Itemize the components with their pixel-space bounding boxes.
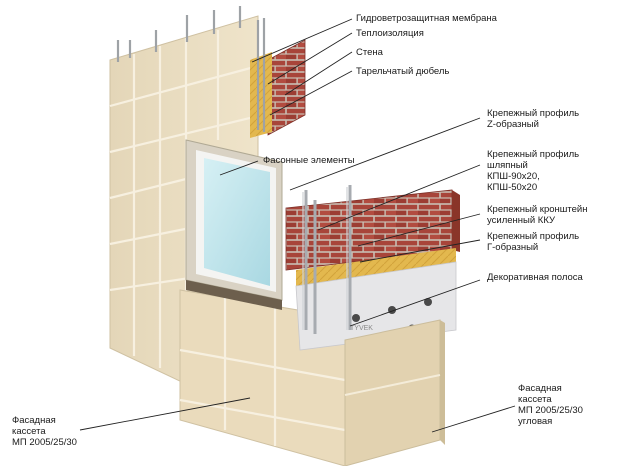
label-decor-strip: Декоративная полоса — [487, 272, 583, 283]
label-insulation: Теплоизоляция — [356, 28, 424, 39]
brick-wall-upper — [267, 39, 306, 136]
rails-right — [304, 185, 352, 334]
leader-lines — [79, 18, 516, 433]
label-bracket: Крепежный кронштейн усиленный ККУ — [487, 204, 588, 226]
insulation-upper — [250, 52, 272, 138]
label-cassette-flat: Фасадная кассета МП 2005/25/30 — [12, 415, 77, 448]
rails-upper — [116, 6, 266, 132]
window — [185, 139, 283, 310]
label-hat-profile: Крепежный профиль шляпный КПШ-90х20, КПШ… — [487, 149, 580, 193]
label-g-profile: Крепежный профиль Г-образный — [487, 231, 580, 253]
label-cassette-corner: Фасадная кассета МП 2005/25/30 угловая — [518, 383, 583, 427]
right-cutaway: TYVEK — [285, 189, 460, 351]
label-z-profile: Крепежный профиль Z-образный — [487, 108, 580, 130]
label-shaped-elements: Фасонные элементы — [263, 155, 355, 166]
label-membrane: Гидроветрозащитная мембрана — [356, 13, 497, 24]
tyvek-mark: TYVEK — [350, 325, 373, 332]
corner-cassette — [344, 319, 445, 466]
label-wall: Стена — [356, 47, 383, 58]
label-dowel: Тарельчатый дюбель — [356, 66, 450, 77]
